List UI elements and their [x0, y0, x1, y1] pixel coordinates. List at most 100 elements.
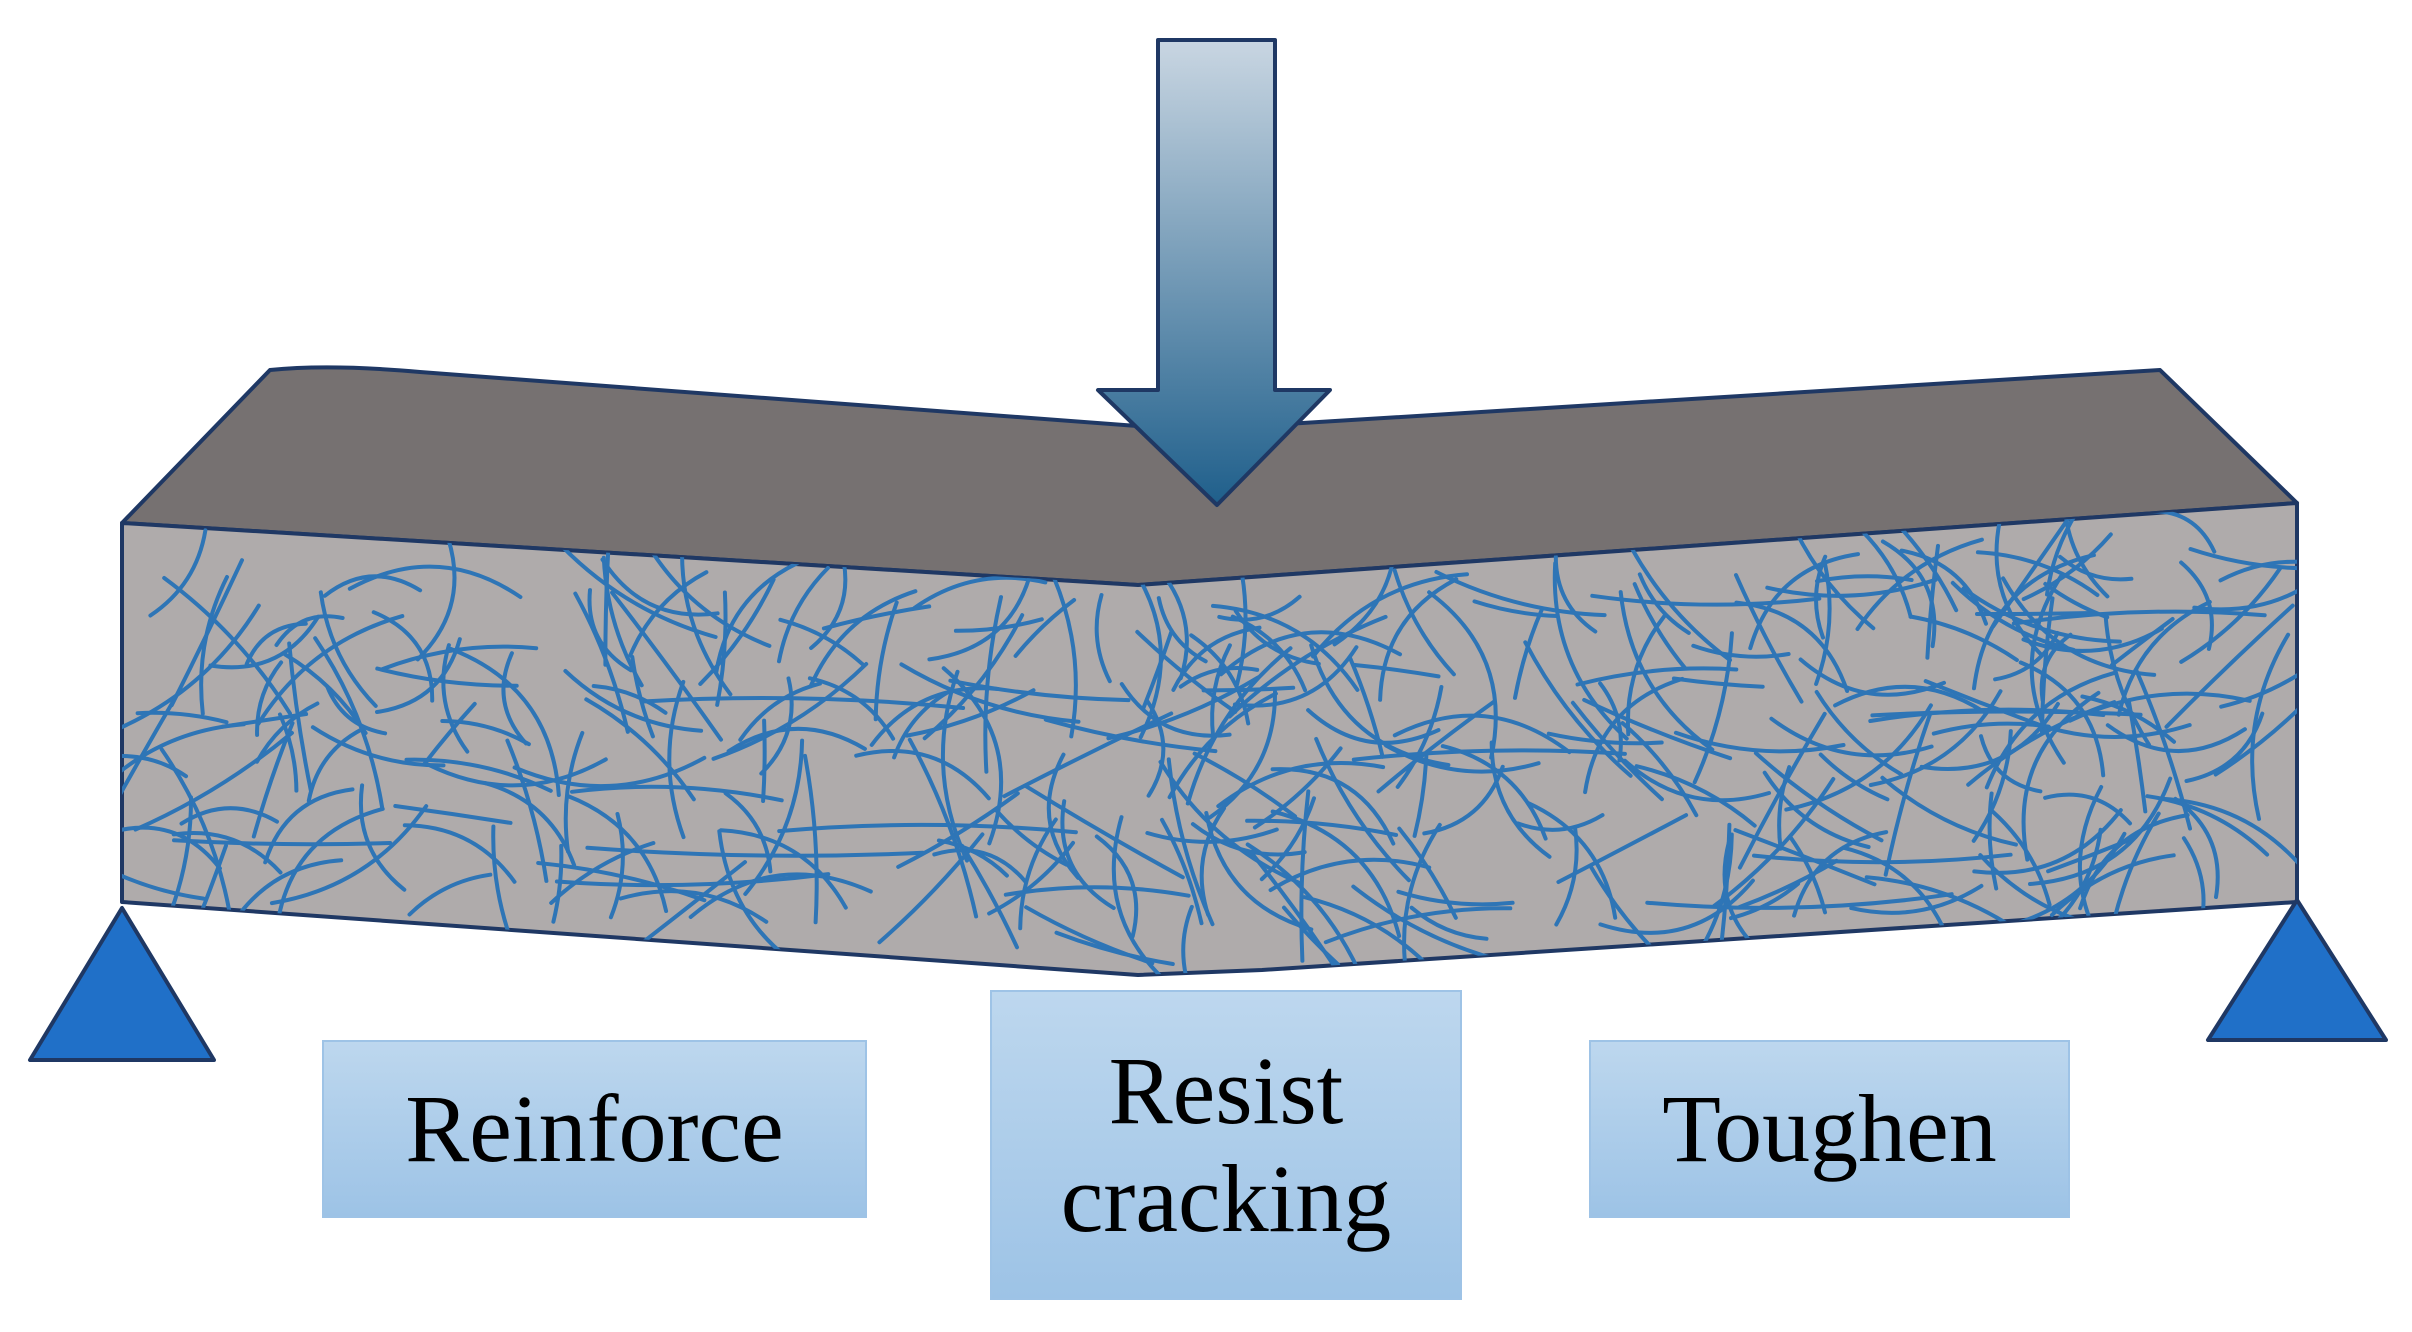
fiber-strand: [1395, 685, 1444, 789]
reinforce-label-box: Reinforce: [322, 1040, 867, 1218]
fiber-strand: [1979, 734, 2043, 794]
fiber-strand: [927, 561, 1035, 662]
fiber-strand: [1249, 850, 1358, 975]
fiber-strand: [922, 613, 1025, 741]
fiber-strand: [1161, 573, 1189, 681]
fiber-strand: [1003, 885, 1191, 898]
fiber-strand: [325, 684, 388, 736]
fiber-strand: [263, 787, 355, 865]
fiber-strand: [1156, 596, 1208, 664]
fiber-strand: [1598, 878, 1755, 935]
fiber-strand: [1777, 765, 1792, 851]
fiber-strand: [1160, 817, 1204, 926]
fiber-strand: [415, 533, 457, 662]
fiber-strand: [169, 558, 244, 708]
fiber-strand: [1526, 801, 1618, 920]
fiber-strand: [1737, 858, 1839, 909]
fiber-strand: [1219, 630, 1402, 677]
fiber-strand: [563, 731, 585, 854]
fiber-strand: [711, 662, 869, 761]
fiber-strand: [1855, 537, 1984, 631]
fiber-strand: [274, 614, 345, 647]
fiber-strand: [375, 666, 519, 688]
fiber-strand: [1993, 631, 2060, 682]
fiber-strand: [1523, 640, 1633, 778]
fiber-strand: [1351, 748, 1627, 762]
fiber-strand: [554, 872, 831, 888]
fiber-strand: [2179, 566, 2282, 664]
fiber-strand: [2058, 554, 2134, 582]
fiber-strand: [1765, 577, 1938, 598]
fiber-strand: [441, 643, 470, 754]
fiber-strand: [1402, 822, 1442, 975]
fiber-strand: [1208, 689, 1278, 820]
fiber-strand: [1622, 758, 1771, 803]
fiber-strand: [600, 557, 720, 617]
fiber-strand: [2126, 698, 2148, 814]
fiber-strand: [987, 840, 1075, 916]
fiber-strand: [1868, 707, 2106, 723]
fiber-strand: [1784, 703, 1933, 812]
fiber-strand: [2011, 609, 2267, 626]
fiber-strand: [1178, 666, 1260, 689]
fiber-strand: [628, 570, 709, 658]
fiber-strand: [1637, 572, 1691, 635]
fiber-strand: [761, 718, 767, 803]
toughen-label-box: Toughen: [1589, 1040, 2070, 1218]
fiber-strand: [1348, 656, 1385, 759]
fiber-strand: [549, 841, 656, 905]
fiber-strand: [551, 843, 564, 924]
fiber-strand: [2021, 690, 2101, 862]
fiber-strand: [407, 872, 493, 917]
fiber-strand: [402, 823, 517, 884]
fiber-strand: [199, 575, 229, 716]
fiber-strand: [347, 564, 523, 599]
fiber-strand: [585, 845, 925, 858]
fiber-strand: [1849, 883, 1984, 915]
fiber-strand: [1192, 751, 1298, 819]
fiber-strand: [2028, 719, 2192, 739]
resist-cracking-label-box: Resist cracking: [990, 990, 1462, 1300]
fiber-strand: [1919, 701, 2060, 771]
fiber-strand: [278, 712, 299, 793]
fiber-strand: [1833, 684, 1986, 714]
fiber-strand: [1752, 852, 2013, 865]
fiber-strand: [1204, 811, 1314, 932]
fiber-strand: [1211, 603, 1360, 692]
fiber-strand: [1975, 550, 2100, 597]
fiber-strand: [425, 757, 608, 788]
fiber-strand: [1857, 526, 1913, 619]
fiber-strand: [1883, 711, 1933, 877]
fiber-strand: [1351, 662, 1441, 679]
fiber-strand: [1232, 645, 1359, 708]
fiber-strand: [2028, 776, 2173, 886]
fiber-strand: [821, 604, 932, 631]
fiber-strand: [932, 848, 1028, 884]
fiber-strand: [1181, 904, 1194, 975]
fiber-strand: [1048, 568, 1078, 739]
fiber-strand: [255, 701, 320, 764]
fiber-strand: [1060, 799, 1116, 910]
fiber-strand: [256, 614, 405, 726]
fiber-strand: [1201, 685, 1296, 693]
fiber-strand: [640, 695, 966, 710]
fiber-strand: [1306, 708, 1441, 745]
fiber-strand: [854, 749, 991, 801]
fiber-strand: [1987, 791, 1999, 891]
fiber-strand: [1814, 561, 1832, 686]
fiber-strand: [1268, 857, 1432, 893]
fiber-strand: [1814, 690, 1904, 777]
fiber-strand: [2164, 603, 2295, 729]
fiber-strand: [1769, 716, 1934, 758]
fiber-strand: [1841, 845, 1948, 935]
fiber-strand: [1692, 631, 1734, 785]
fiber-strand: [1632, 582, 1688, 671]
fiber-strand: [1217, 594, 1302, 622]
down-arrow-icon: [1096, 38, 1332, 507]
fiber-strand: [960, 843, 1019, 950]
fiber-strand: [2110, 617, 2175, 667]
fiber-strand: [1645, 892, 1954, 910]
fiber-strand: [584, 697, 696, 802]
fiber-strand: [2184, 711, 2265, 783]
fiber-strand: [255, 660, 284, 737]
